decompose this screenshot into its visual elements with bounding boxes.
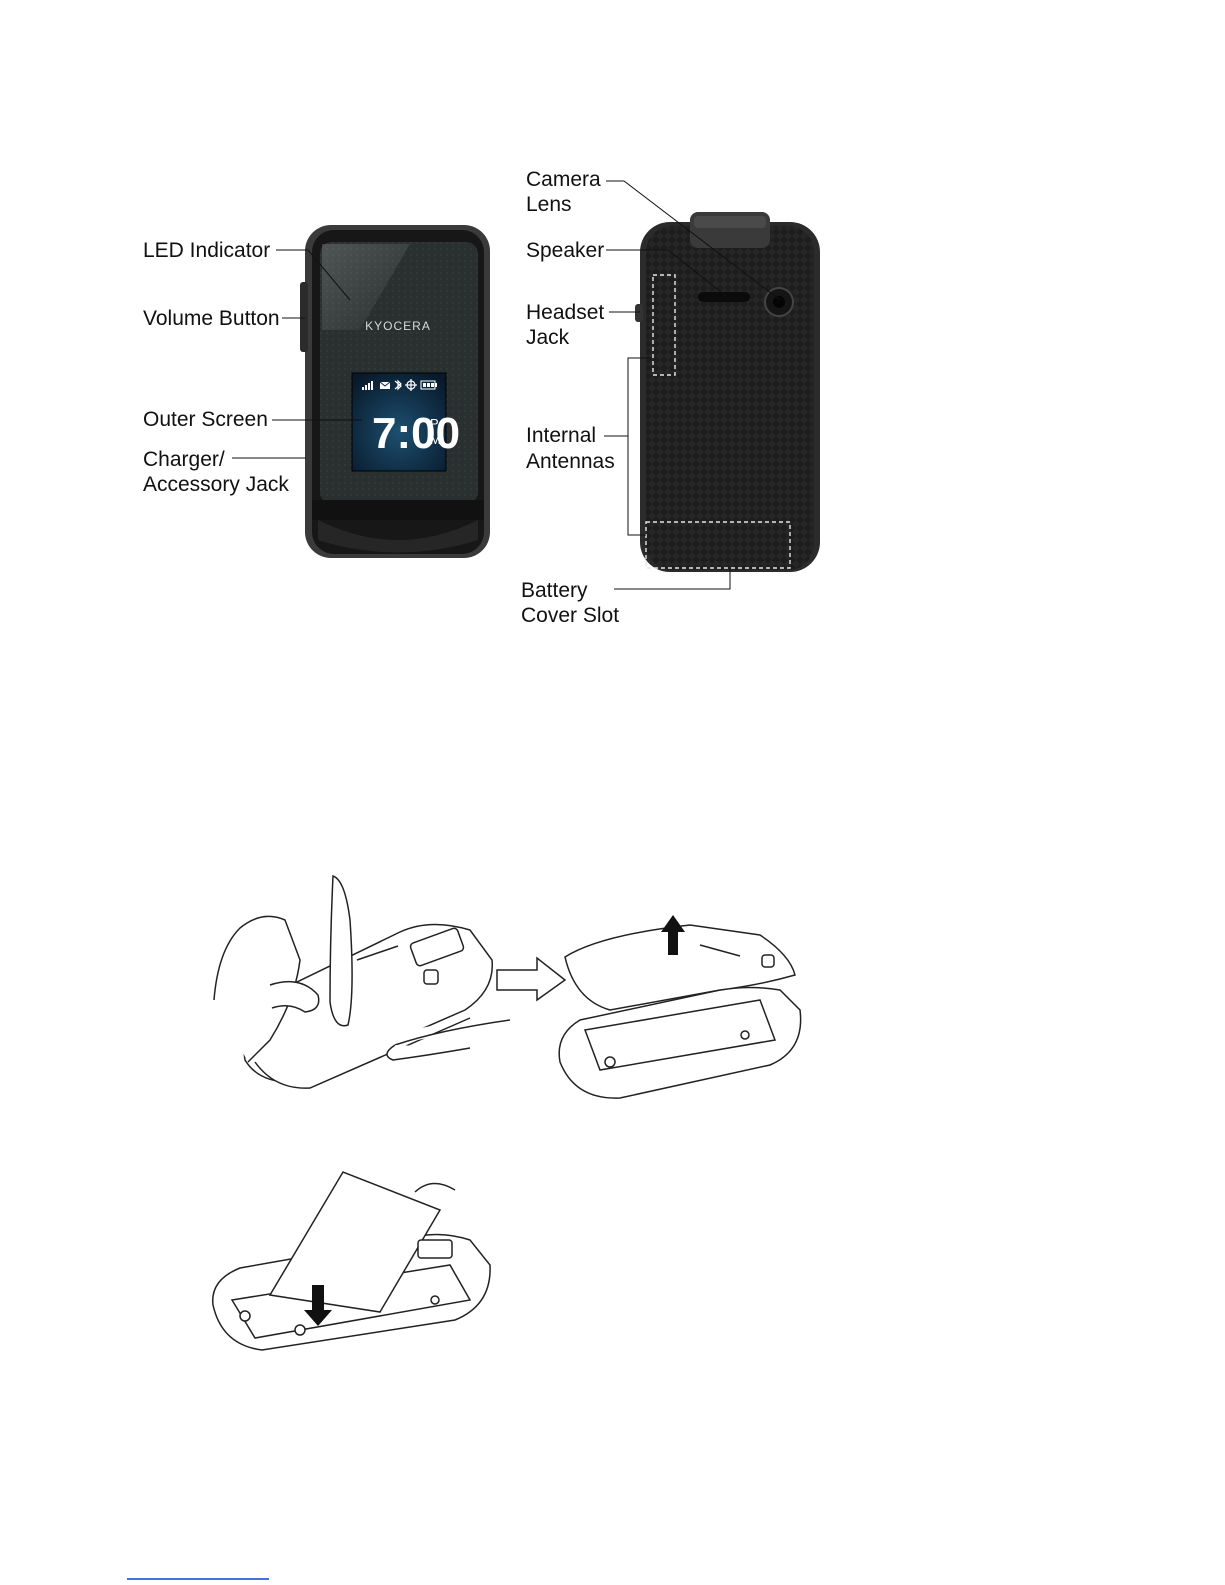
clock-p: P	[430, 416, 439, 431]
remove-cover-illustration	[214, 876, 510, 1088]
battery-insert-illustration	[213, 1172, 490, 1350]
cover-lifted-illustration	[559, 925, 800, 1098]
next-step-arrow	[497, 958, 565, 1000]
message-icon	[380, 382, 390, 389]
speaker-grille	[698, 292, 750, 302]
clock-time: 7:00	[372, 409, 460, 458]
footer-link-line	[127, 1578, 269, 1580]
back-phone	[635, 212, 820, 572]
volume-button-shape	[300, 282, 308, 352]
brand-logo: KYOCERA	[365, 319, 431, 333]
headset-jack	[635, 304, 643, 322]
clock-m: M	[430, 432, 441, 447]
